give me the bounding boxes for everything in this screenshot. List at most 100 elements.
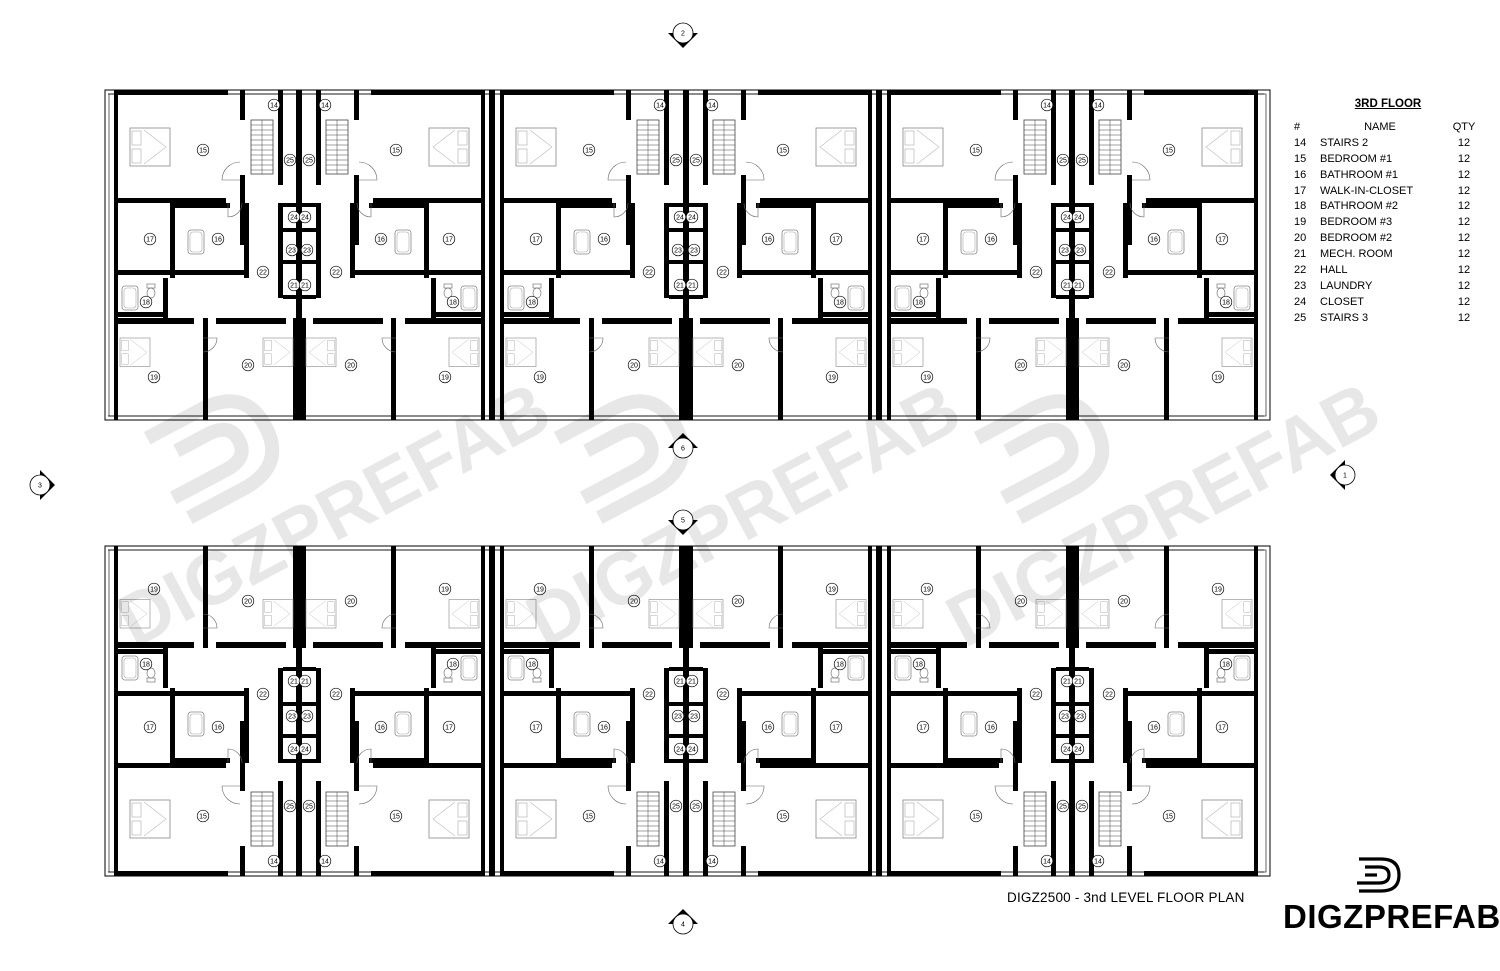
svg-text:16: 16	[600, 237, 608, 244]
wc-fixture	[532, 667, 542, 683]
svg-text:17: 17	[532, 237, 540, 244]
room-tag-21: 21	[685, 674, 699, 688]
room-tag-18: 18	[833, 657, 847, 671]
room-tag-21: 21	[685, 278, 699, 292]
svg-text:17: 17	[919, 725, 927, 732]
room-tag-17: 17	[829, 720, 843, 734]
room-tag-19: 19	[1211, 582, 1225, 596]
tub-fixture	[847, 655, 865, 681]
room-tag-16: 16	[374, 232, 388, 246]
svg-text:19: 19	[536, 375, 544, 382]
schedule-name: BATHROOM #2	[1320, 200, 1399, 213]
room-tag-22: 22	[642, 687, 656, 701]
room-tag-17: 17	[442, 232, 456, 246]
room-tag-15: 15	[776, 809, 790, 823]
room-tag-19: 19	[533, 582, 547, 596]
room-tag-23: 23	[1073, 243, 1087, 257]
svg-text:21: 21	[290, 679, 298, 686]
room-tag-22: 22	[716, 687, 730, 701]
wc-fixture	[919, 283, 929, 299]
svg-text:17: 17	[832, 725, 840, 732]
room-tag-14: 14	[1091, 854, 1105, 868]
room-tag-21: 21	[298, 674, 312, 688]
room-tag-24: 24	[1060, 742, 1074, 756]
room-tag-16: 16	[1147, 232, 1161, 246]
stairs-fixture	[250, 791, 274, 847]
tub-fixture	[781, 711, 799, 737]
bed-fixture	[1078, 599, 1110, 629]
room-tag-21: 21	[673, 674, 687, 688]
room-tag-18: 18	[912, 295, 926, 309]
section-marker-3: 3	[29, 470, 55, 500]
room-tag-22: 22	[1029, 687, 1043, 701]
brand-wordmark: DIGZPREFAB	[1283, 898, 1500, 935]
room-tag-17: 17	[442, 720, 456, 734]
room-tag-18: 18	[446, 657, 460, 671]
bed-fixture	[835, 337, 867, 367]
apartment-unit	[686, 545, 878, 877]
bed-fixture	[448, 337, 480, 367]
svg-text:14: 14	[1094, 103, 1102, 110]
room-tag-20: 20	[1014, 594, 1028, 608]
bed-fixture	[815, 127, 857, 167]
schedule-qty: 12	[1457, 248, 1471, 261]
room-tag-20: 20	[731, 594, 745, 608]
svg-text:5: 5	[681, 518, 685, 525]
room-tag-21: 21	[1071, 278, 1085, 292]
svg-text:21: 21	[290, 283, 298, 290]
tub-fixture	[894, 285, 912, 311]
bed-fixture	[1221, 599, 1253, 629]
svg-text:16: 16	[1150, 725, 1158, 732]
svg-text:16: 16	[214, 237, 222, 244]
svg-text:21: 21	[676, 679, 684, 686]
room-tag-14: 14	[705, 854, 719, 868]
svg-text:18: 18	[528, 662, 536, 669]
room-tag-16: 16	[1147, 720, 1161, 734]
svg-text:23: 23	[674, 248, 682, 255]
bed-fixture	[1201, 799, 1243, 839]
svg-text:15: 15	[972, 148, 980, 155]
svg-text:25: 25	[305, 158, 313, 165]
svg-text:18: 18	[142, 662, 150, 669]
sheet-title: DIGZ2500 - 3nd LEVEL FLOOR PLAN	[1007, 890, 1245, 905]
room-tag-19: 19	[920, 370, 934, 384]
svg-text:24: 24	[1074, 747, 1082, 754]
tub-fixture	[187, 711, 205, 737]
schedule-name: BATHROOM #1	[1320, 168, 1399, 181]
schedule-qty: 12	[1457, 279, 1471, 292]
svg-text:3: 3	[38, 483, 42, 490]
svg-text:25: 25	[305, 804, 313, 811]
bed-fixture	[129, 127, 171, 167]
room-tag-19: 19	[438, 370, 452, 384]
tub-fixture	[187, 229, 205, 255]
tub-fixture	[960, 711, 978, 737]
section-marker-1: 1	[1330, 460, 1356, 490]
room-tag-24: 24	[298, 210, 312, 224]
apartment-unit	[686, 89, 878, 421]
svg-text:21: 21	[301, 679, 309, 686]
svg-text:24: 24	[1063, 747, 1071, 754]
room-tag-22: 22	[329, 265, 343, 279]
room-tag-24: 24	[298, 742, 312, 756]
svg-text:14: 14	[321, 859, 329, 866]
schedule-num: 21	[1294, 248, 1307, 261]
svg-text:16: 16	[764, 237, 772, 244]
svg-text:17: 17	[532, 725, 540, 732]
room-tag-14: 14	[653, 854, 667, 868]
svg-text:23: 23	[1076, 248, 1084, 255]
svg-text:14: 14	[321, 103, 329, 110]
room-tag-25: 25	[283, 799, 297, 813]
room-tag-18: 18	[525, 657, 539, 671]
tub-fixture	[460, 655, 478, 681]
room-tag-17: 17	[916, 720, 930, 734]
svg-text:22: 22	[1105, 692, 1113, 699]
room-tag-24: 24	[685, 742, 699, 756]
svg-text:24: 24	[1074, 215, 1082, 222]
digz-logo-icon	[1357, 857, 1401, 893]
stairs-fixture	[712, 791, 736, 847]
